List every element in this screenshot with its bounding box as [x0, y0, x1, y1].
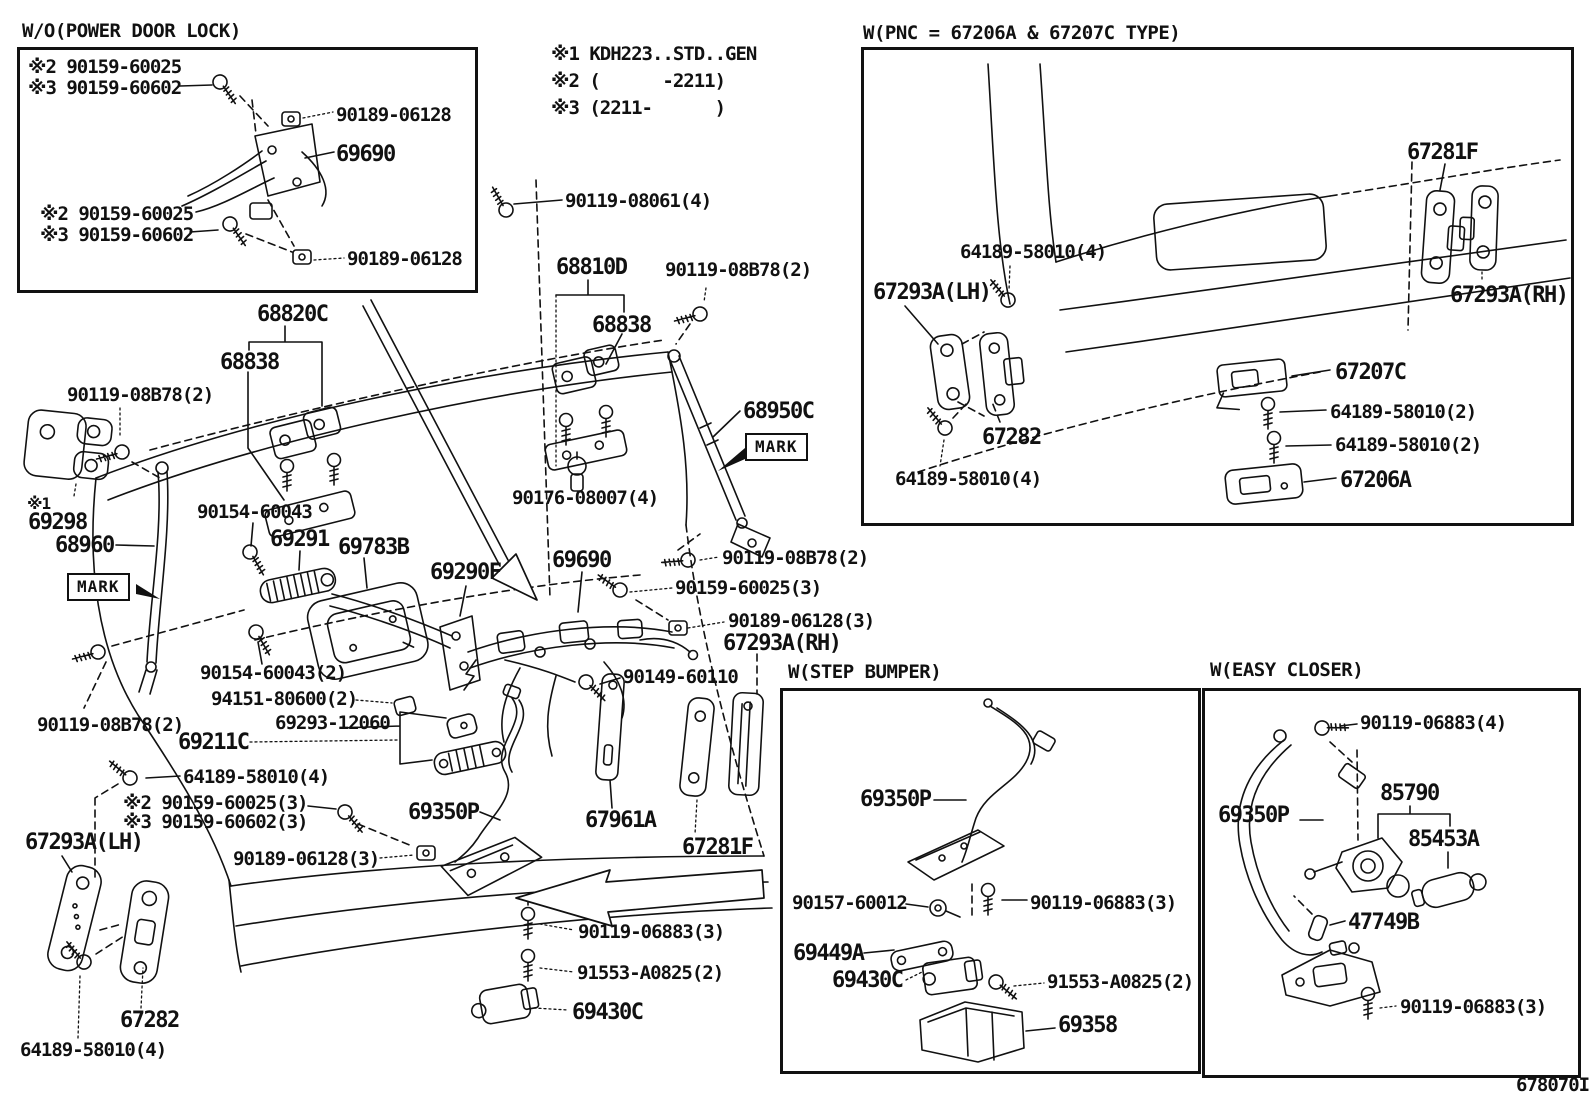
mark-tag-right: MARK [745, 433, 808, 461]
part-label-68838-right: 68838 [592, 313, 652, 338]
part-label-67207c: 67207C [1335, 360, 1407, 385]
pnc-art [904, 63, 1571, 505]
easy-art [1237, 710, 1487, 1020]
part-label-68950c: 68950C [743, 399, 815, 424]
easy-closer-box [1202, 688, 1581, 1078]
part-label-91553-a0825-step: 91553-A0825(2) [1047, 971, 1194, 993]
part-label-90119-08b78-left: 90119-08B78(2) [67, 384, 214, 406]
part-label-64189-58010-4-bottom: 64189-58010(4) [895, 468, 1042, 490]
part-label-90119-06883-step: 90119-06883(3) [1030, 892, 1177, 914]
part-label-91553-a0825-main: 91553-A0825(2) [577, 962, 724, 984]
part-label-69293-12060: 69293-12060 [275, 712, 391, 734]
part-label-69358: 69358 [1058, 1013, 1118, 1038]
step-bumper-box [780, 688, 1201, 1074]
part-label-68820c: 68820C [257, 302, 329, 327]
part-label-90159-60025-3b: ※2 90159-60025(3) [123, 792, 308, 814]
diagram-code: 678070I [1516, 1074, 1590, 1096]
link-art [249, 695, 507, 776]
part-label-90154-60043: 90154-60043 [197, 501, 313, 523]
part-label-90119-08b78-right: 90119-08B78(2) [722, 547, 869, 569]
lower-cable-art [440, 673, 764, 1025]
step-art [863, 698, 1056, 1063]
part-label-90119-08061: 90119-08061(4) [565, 190, 712, 212]
top-fasteners-art [481, 179, 711, 599]
part-label-90189-06128-3-right: 90189-06128(3) [728, 610, 875, 632]
part-label-69783b: 69783B [338, 535, 410, 560]
part-label-94151-80600: 94151-80600(2) [211, 688, 358, 710]
arrow-art [362, 299, 765, 927]
part-label-67206a: 67206A [1340, 468, 1412, 493]
part-label-69350p-step: 69350P [860, 787, 932, 812]
part-label-90119-08b78-top: 90119-08B78(2) [665, 259, 812, 281]
part-label-90176-08007: 90176-08007(4) [512, 487, 659, 509]
part-label-67293a-lh-pnc: 67293A(LH) [873, 280, 992, 305]
part-label-69690-box: 69690 [336, 142, 396, 167]
part-label-64189-58010-4-top: 64189-58010(4) [960, 241, 1107, 263]
part-label-67281f-pnc: 67281F [1407, 140, 1479, 165]
pnc-type-box [861, 47, 1574, 526]
part-label-67281f-main: 67281F [682, 835, 754, 860]
part-label-90159-60602-bottom: ※3 90159-60602 [40, 224, 194, 246]
power-box-title: W/O(POWER DOOR LOCK) [22, 20, 241, 42]
part-label-90149-60110: 90149-60110 [623, 666, 739, 688]
part-label-90119-06883-easy: 90119-06883(3) [1400, 996, 1547, 1018]
part-label-90159-60602-top: ※3 90159-60602 [28, 77, 182, 99]
part-label-69211c: 69211C [178, 730, 250, 755]
part-label-90189-06128-bottom: 90189-06128 [347, 248, 463, 270]
part-label-68810d: 68810D [556, 255, 628, 280]
upper-hinges-art [247, 279, 628, 538]
part-label-64189-58010-2-a: 64189-58010(2) [1330, 401, 1477, 423]
part-label-69430c-main: 69430C [572, 1000, 644, 1025]
part-label-90157-60012: 90157-60012 [792, 892, 908, 914]
part-label-69298: 69298 [28, 510, 88, 535]
power-door-lock-box [17, 47, 478, 293]
part-label-68960: 68960 [55, 533, 115, 558]
note-line-3: ※3 (2211- ) [551, 97, 726, 119]
part-label-67293a-rh-main: 67293A(RH) [723, 631, 842, 656]
part-label-64189-58010-main: 64189-58010(4) [183, 766, 330, 788]
part-label-69690-main: 69690 [552, 548, 612, 573]
part-label-85453a: 85453A [1408, 827, 1480, 852]
part-label-68838-left: 68838 [220, 350, 280, 375]
part-label-85790: 85790 [1380, 781, 1440, 806]
part-label-ref1: ※1 [27, 494, 51, 513]
part-label-69430c-step: 69430C [832, 968, 904, 993]
part-label-69350p-easy: 69350P [1218, 803, 1290, 828]
part-label-64189-58010-bottom: 64189-58010(4) [20, 1039, 167, 1061]
power-door-lock-art [179, 71, 345, 265]
part-label-90189-06128-3: 90189-06128(3) [233, 848, 380, 870]
lock-cluster-art [439, 571, 758, 757]
check-69298-art [23, 409, 113, 497]
part-label-64189-58010-2-b: 64189-58010(2) [1335, 434, 1482, 456]
easy-box-title: W(EASY CLOSER) [1210, 659, 1364, 681]
part-label-67961a: 67961A [585, 808, 657, 833]
part-label-47749b: 47749B [1348, 910, 1420, 935]
part-label-90159-60025-bottom: ※2 90159-60025 [40, 203, 194, 225]
pnc-box-title: W(PNC = 67206A & 67207C TYPE) [863, 22, 1181, 44]
part-label-90119-08b78-bottom: 90119-08B78(2) [37, 714, 184, 736]
part-label-67293a-rh-pnc: 67293A(RH) [1450, 283, 1569, 308]
part-label-67282-main: 67282 [120, 1008, 180, 1033]
part-label-67293a-lh-main: 67293A(LH) [25, 830, 144, 855]
stay-art [71, 349, 771, 709]
note-line-2: ※2 ( -2211) [551, 70, 726, 92]
part-label-90159-60602-3: ※3 90159-60602(3) [123, 811, 308, 833]
part-label-69449a: 69449A [793, 941, 865, 966]
part-label-90119-06883-main: 90119-06883(3) [578, 921, 725, 943]
part-label-69350p-main: 69350P [408, 800, 480, 825]
part-label-69291: 69291 [270, 527, 330, 552]
part-label-90119-06883-4: 90119-06883(4) [1360, 712, 1507, 734]
part-label-90159-60025-top: ※2 90159-60025 [28, 56, 182, 78]
mark-tag-left: MARK [67, 573, 130, 601]
step-box-title: W(STEP BUMPER) [788, 661, 942, 683]
lower-left-art [47, 759, 436, 1039]
note-line-1: ※1 KDH223..STD..GEN [551, 43, 757, 65]
part-label-90159-60025-3: 90159-60025(3) [675, 577, 822, 599]
part-label-90189-06128-top: 90189-06128 [336, 104, 452, 126]
part-label-90154-60043-2: 90154-60043(2) [200, 662, 347, 684]
part-label-69290f: 69290F [430, 560, 502, 585]
part-label-67282-pnc: 67282 [982, 425, 1042, 450]
